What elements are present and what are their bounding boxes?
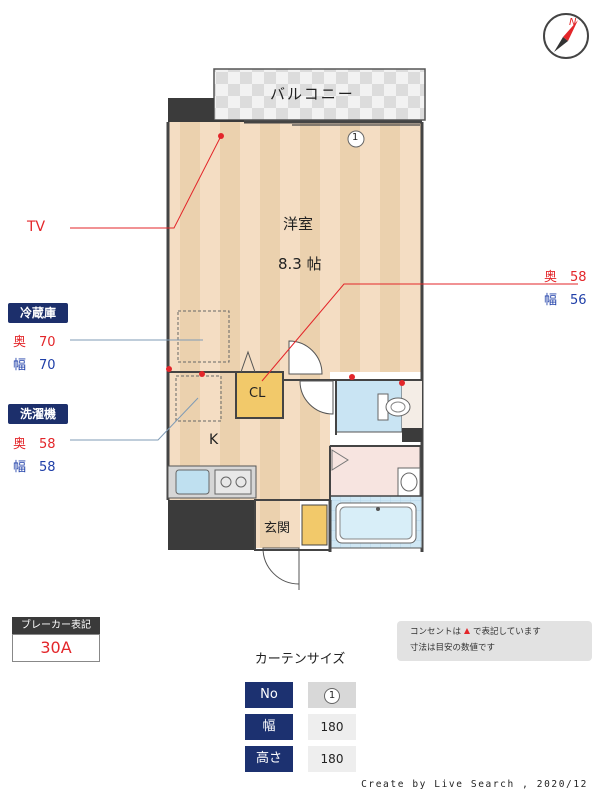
compass-icon [543, 13, 589, 59]
entrance-label: 玄関 [264, 521, 291, 536]
credit-line: Create by Live Search , 2020/12 [361, 779, 588, 790]
breaker-value: 30A [12, 634, 100, 662]
western-room [168, 122, 422, 372]
room-size: 8.3 帖 [278, 255, 322, 273]
curtain-key-height: 高さ [245, 746, 293, 772]
curtain-value-height: 180 [308, 746, 356, 772]
room-name: 洋室 [283, 215, 314, 233]
outlet-markers [166, 133, 405, 386]
curtain-key-width: 幅 [245, 714, 293, 740]
closet-label: CL [249, 386, 266, 401]
balcony-label: バルコニー [270, 85, 355, 103]
curtain-value-width: 180 [308, 714, 356, 740]
breaker-heading: ブレーカー表記 [12, 617, 100, 634]
fridge-tag: 冷蔵庫 [8, 303, 68, 323]
curtain-marker: 1 [352, 132, 359, 143]
curtain-value-no: 1 [308, 682, 356, 708]
closet [235, 371, 284, 419]
compass-letter: N [569, 17, 577, 28]
curtain-title: カーテンサイズ [254, 652, 346, 667]
washer-tag: 洗濯機 [8, 404, 68, 424]
outlet-icon [464, 628, 471, 634]
legend-note: コンセントはで表記しています 寸法は目安の数値です [397, 621, 592, 661]
balcony [213, 68, 426, 121]
kitchen-label: K [209, 432, 219, 448]
tv-label: TV [27, 219, 46, 235]
curtain-key-no: No [245, 682, 293, 708]
